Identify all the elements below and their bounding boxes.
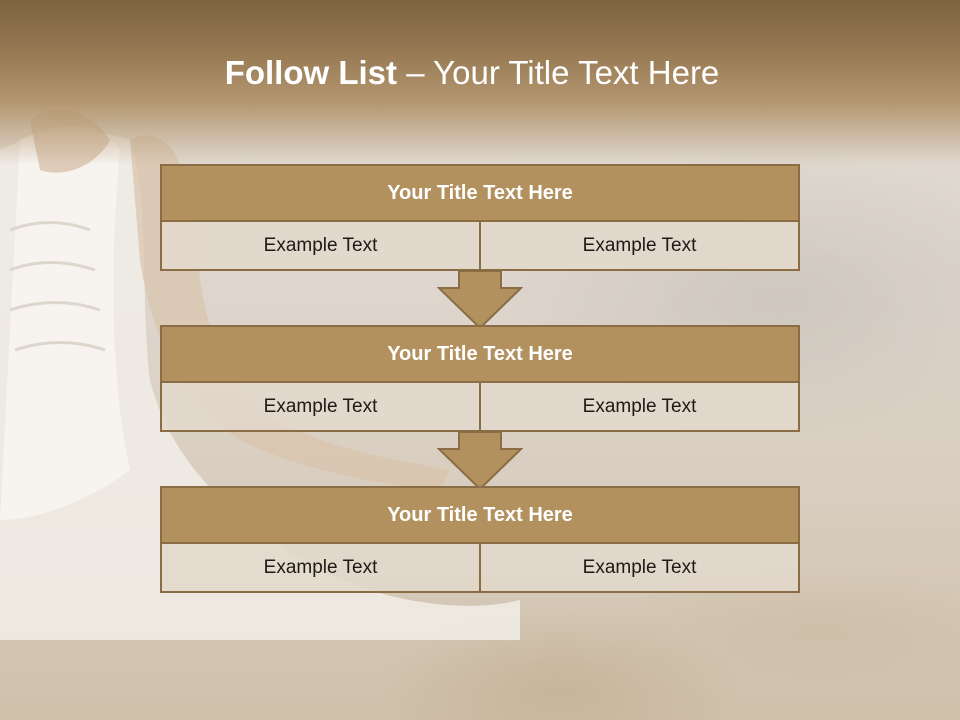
title-rest: – Your Title Text Here: [397, 54, 720, 91]
step-block-3: Your Title Text Here Example Text Exampl…: [160, 486, 800, 593]
step-title-2: Your Title Text Here: [160, 325, 800, 383]
slide-header: [0, 0, 960, 165]
step-title-1: Your Title Text Here: [160, 164, 800, 222]
step-3-left-text: Example Text: [263, 556, 378, 578]
step-2-left-text: Example Text: [263, 395, 378, 417]
step-row-1: Example Text Example Text: [160, 222, 800, 271]
step-row-3: Example Text Example Text: [160, 544, 800, 593]
step-3-right-text: Example Text: [479, 544, 798, 591]
step-title-3: Your Title Text Here: [160, 486, 800, 544]
down-arrow-icon: [437, 270, 523, 330]
step-row-2: Example Text Example Text: [160, 383, 800, 432]
step-block-1: Your Title Text Here Example Text Exampl…: [160, 164, 800, 271]
step-2-right-text: Example Text: [479, 383, 798, 430]
step-1-left-text: Example Text: [263, 234, 378, 256]
down-arrow-icon: [437, 431, 523, 491]
title-bold: Follow List: [224, 54, 398, 91]
step-1-right-text: Example Text: [479, 222, 798, 269]
slide-title: Follow List – Your Title Text Here: [0, 54, 944, 92]
step-block-2: Your Title Text Here Example Text Exampl…: [160, 325, 800, 432]
